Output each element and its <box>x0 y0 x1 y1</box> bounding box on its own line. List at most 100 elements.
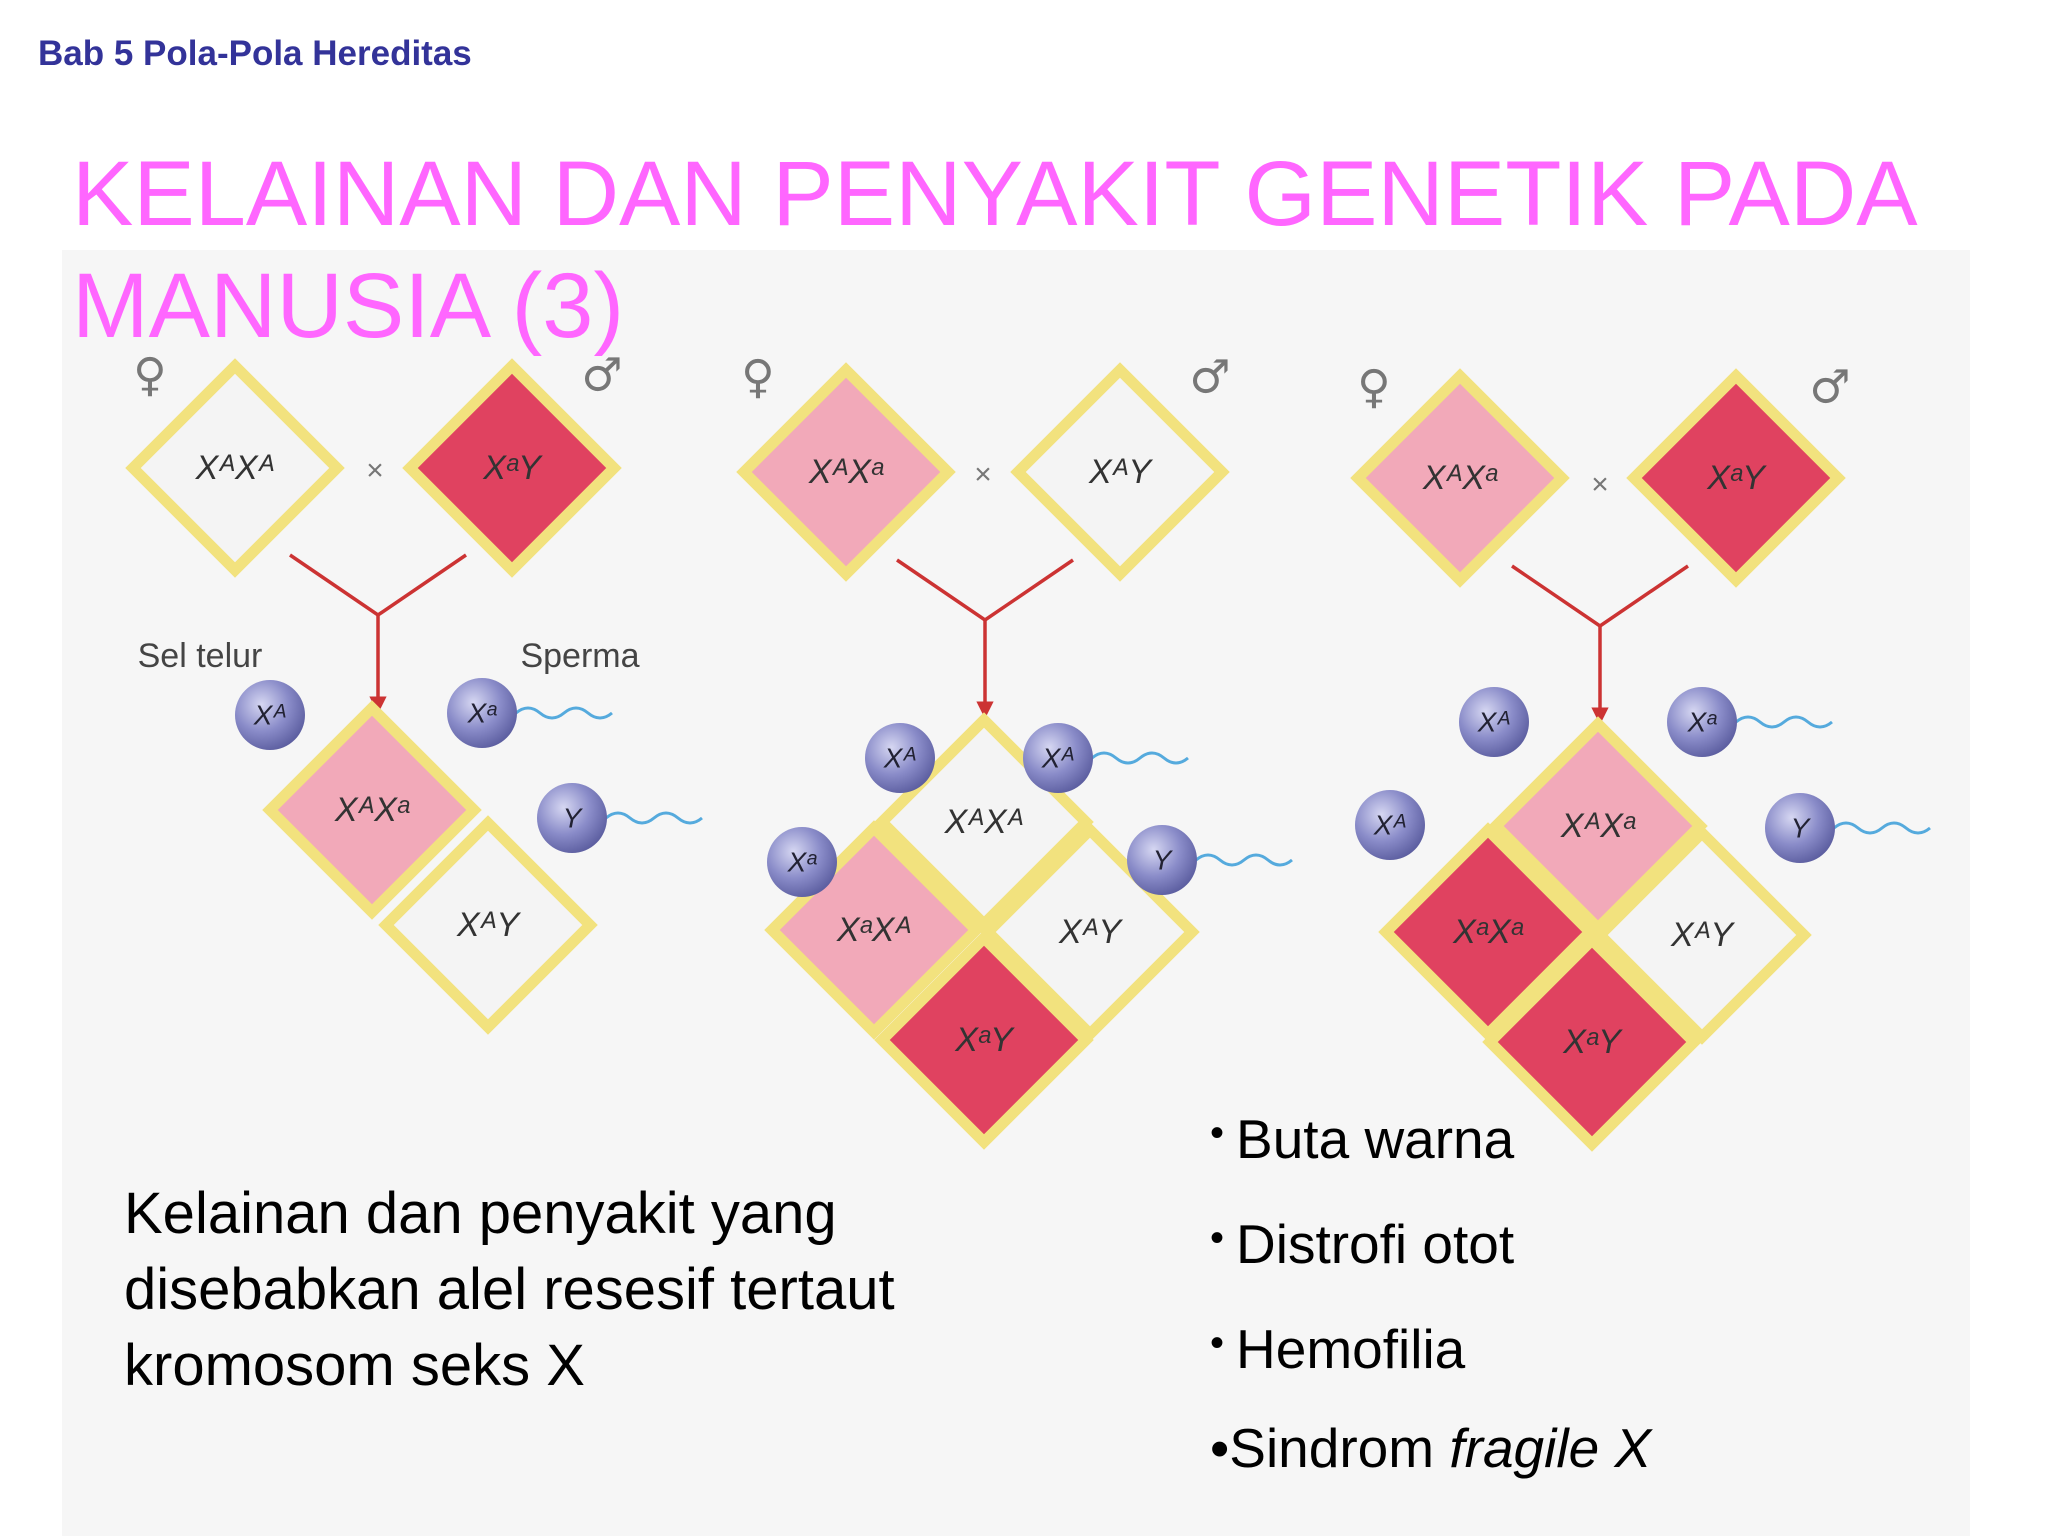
parent-mother: XᴬXᴬ <box>125 358 345 578</box>
offspring-4: XᵃY <box>874 930 1094 1150</box>
cross-symbol-icon: × <box>1591 468 1609 501</box>
disease-name: Distrofi otot <box>1236 1213 1515 1275</box>
sperm-cell-cell <box>1127 825 1197 895</box>
sperm-cell-tail <box>515 706 613 720</box>
egg-cell-label: Xᴬ <box>1477 706 1511 737</box>
egg-cell-cell <box>767 827 837 897</box>
disease-item: •Distrofi otot <box>1210 1203 1651 1308</box>
sperm-cell-tail <box>1091 751 1189 765</box>
offspring-3-genotype: XᴬY <box>1058 913 1123 951</box>
sperm-cell-cell <box>537 783 607 853</box>
offspring-4-genotype: XᵃY <box>954 1021 1015 1059</box>
egg-cell: Xᴬ <box>1459 687 1529 757</box>
sperm-cell-cell <box>447 678 517 748</box>
disease-name: Buta warna <box>1236 1108 1515 1170</box>
bullet: • <box>1210 1216 1225 1260</box>
male-symbol-icon: ♂ <box>581 348 622 402</box>
parent-mother-genotype: XᴬXᴬ <box>195 449 275 487</box>
sperm-cell-label: Xᵃ <box>1687 706 1718 737</box>
egg-cell-label: Xᴬ <box>883 742 917 773</box>
offspring-1-genotype: XᴬXᵃ <box>334 791 410 829</box>
bullet: • <box>1210 1417 1230 1479</box>
offspring-2-genotype: XᵃXᵃ <box>1452 913 1524 951</box>
parent-father-genotype: XᴬY <box>1088 453 1153 491</box>
egg-cell: Xᴬ <box>1355 790 1425 860</box>
sperm-cell-tail <box>1195 853 1293 867</box>
egg-cell: Xᵃ <box>767 827 837 897</box>
offspring-2-genotype: XᵃXᴬ <box>836 911 911 949</box>
offspring-3-genotype: XᴬY <box>1670 916 1735 954</box>
egg-cell-cell <box>1355 790 1425 860</box>
male-symbol-icon: ♂ <box>1189 350 1230 404</box>
egg-cell-cell <box>865 723 935 793</box>
offspring-4: XᵃY <box>1482 932 1702 1152</box>
parent-father: XᵃY <box>1626 368 1846 588</box>
disease-name: Hemofilia <box>1236 1318 1466 1380</box>
parent-father: XᴬY <box>1010 362 1230 582</box>
sperm-cell-label: Y <box>1791 812 1812 843</box>
egg-cell-label: Xᵃ <box>787 846 818 877</box>
offspring-1: XᴬXᵃ <box>262 700 482 920</box>
egg-cell-cell <box>235 680 305 750</box>
sperm-cell-tail <box>1735 715 1833 729</box>
parent-father-shape <box>1010 362 1230 582</box>
description-text: Kelainan dan penyakit yang disebabkan al… <box>124 1181 895 1398</box>
male-symbol-icon: ♂ <box>1809 360 1850 414</box>
parent-father-genotype: XᵃY <box>482 449 543 487</box>
inheritance-arrow <box>896 558 1074 719</box>
sperm-cell-tail <box>1833 821 1931 835</box>
sperm-cell-cell <box>1667 687 1737 757</box>
offspring-1-genotype: XᴬXᵃ <box>1560 807 1636 845</box>
sperm-cell-cell <box>1023 723 1093 793</box>
parent-mother-shape <box>125 358 345 578</box>
inheritance-arrow <box>289 553 467 714</box>
offspring-2-shape <box>1378 822 1598 1042</box>
parent-father-shape <box>402 358 622 578</box>
offspring-1-shape <box>262 700 482 920</box>
offspring-1-shape <box>1488 716 1708 936</box>
sperm-cell-label: Y <box>1153 844 1174 875</box>
sperm-cell-cell <box>1765 793 1835 863</box>
offspring-1-genotype: XᴬXᴬ <box>944 803 1024 841</box>
parent-mother: XᴬXᵃ <box>1350 368 1570 588</box>
offspring-4-genotype: XᵃY <box>1562 1023 1623 1061</box>
inheritance-arrow <box>1511 564 1689 725</box>
egg-cell: Xᴬ <box>865 723 935 793</box>
parent-father: XᵃY <box>402 358 622 578</box>
disease-name: Sindrom <box>1229 1417 1450 1479</box>
egg-cell: Xᴬ <box>235 680 305 750</box>
egg-label: Sel telur <box>138 637 263 675</box>
sperm-cell: Y <box>1765 793 1931 863</box>
offspring-4-shape <box>1482 932 1702 1152</box>
sperm-label: Sperma <box>520 637 639 675</box>
female-symbol-icon: ♀ <box>1357 360 1391 414</box>
sperm-cell: Xᵃ <box>1667 687 1833 757</box>
parent-mother-shape <box>736 362 956 582</box>
offspring-2: XᴬY <box>378 815 598 1035</box>
parent-mother-shape <box>1350 368 1570 588</box>
offspring-2: XᵃXᵃ <box>1378 822 1598 1042</box>
slide-title: KELAINAN DAN PENYAKIT GENETIK PADA MANUS… <box>72 143 1913 357</box>
sperm-cell-label: Xᴬ <box>1041 742 1075 773</box>
egg-cell-cell <box>1459 687 1529 757</box>
sperm-cell: Xᵃ <box>447 678 613 748</box>
disease-list: •Buta warna •Distrofi otot •Hemofilia •S… <box>1210 1098 1651 1518</box>
inheritance-arrow-fork <box>289 553 467 618</box>
egg-cell-label: Xᴬ <box>1373 809 1407 840</box>
offspring-3: XᴬY <box>1592 825 1812 1045</box>
disease-name-italic: fragile X <box>1449 1417 1652 1479</box>
sperm-cell-tail <box>605 811 703 825</box>
offspring-2-genotype: XᴬY <box>456 906 521 944</box>
sperm-cell: Y <box>537 783 703 853</box>
parent-mother-genotype: XᴬXᵃ <box>808 453 884 491</box>
disease-item: •Sindrom fragile X <box>1210 1413 1651 1518</box>
cross-symbol-icon: × <box>974 458 992 491</box>
parent-mother: XᴬXᵃ <box>736 362 956 582</box>
